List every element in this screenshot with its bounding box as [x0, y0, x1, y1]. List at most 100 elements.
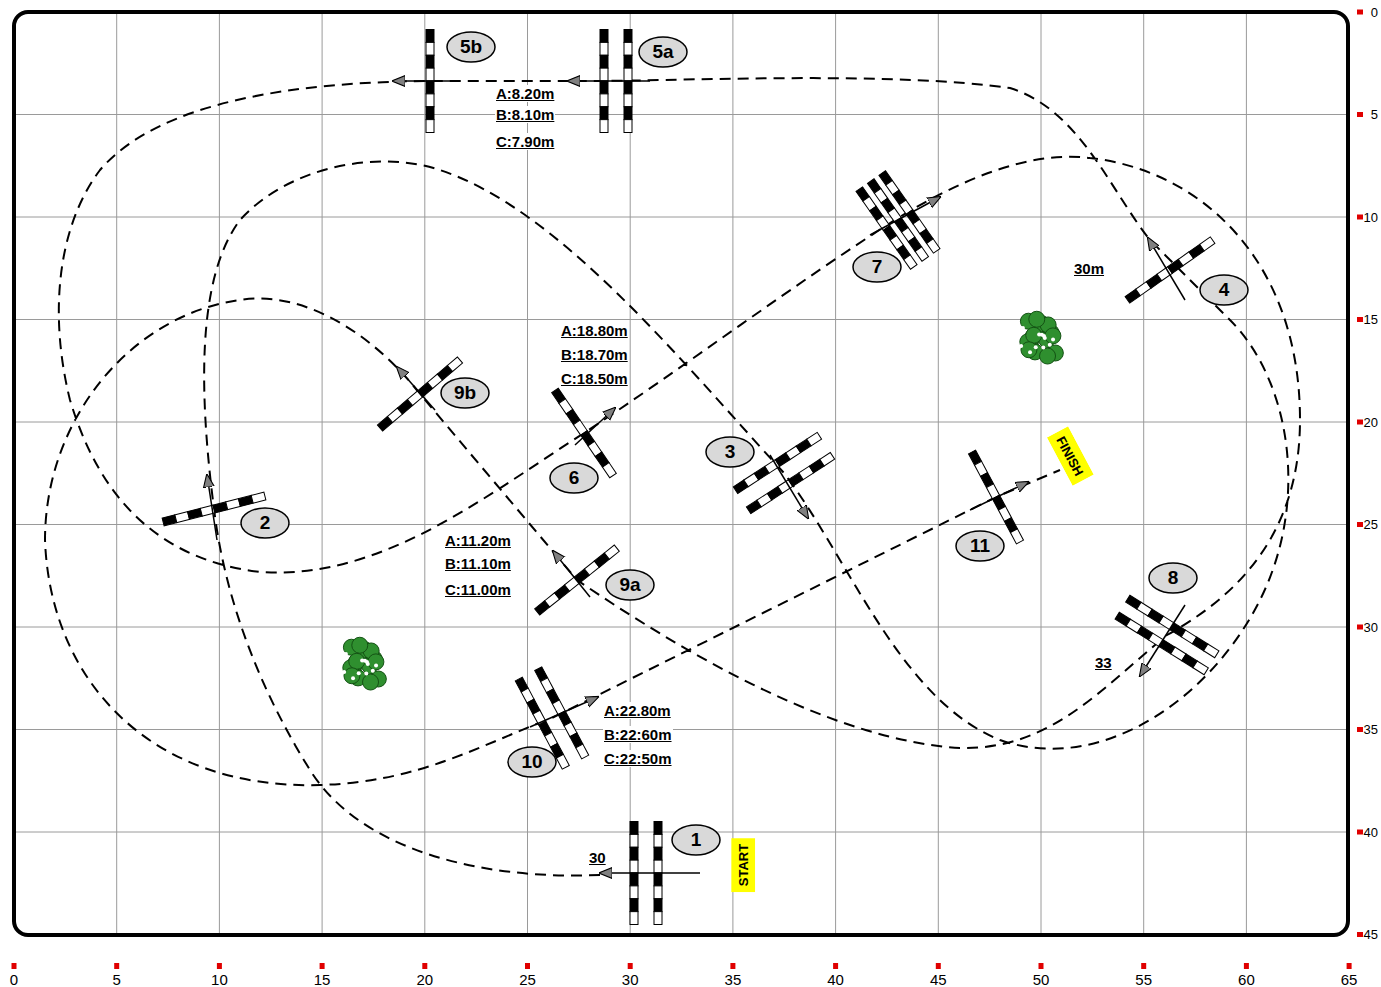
- sign-shape: [731, 838, 755, 892]
- grid-line: [14, 319, 1348, 320]
- fence-rail: [630, 886, 638, 899]
- scale-tick: [1357, 625, 1363, 630]
- ellipse-shape: [508, 747, 556, 777]
- axis-number: 65: [1341, 971, 1358, 987]
- fence-rail: [654, 847, 662, 860]
- fence-rail: [624, 107, 632, 120]
- obstacle-number: 1: [671, 824, 721, 856]
- fence-rail: [426, 68, 434, 81]
- fence-rail: [426, 81, 434, 94]
- ellipse-shape: [1149, 563, 1197, 593]
- axis-number: 35: [1364, 722, 1378, 737]
- direction-arrow: [397, 367, 435, 410]
- fence-rail: [226, 499, 241, 510]
- fence-rail: [213, 502, 228, 513]
- scale-tick: [628, 963, 633, 969]
- bush-leaf: [1040, 348, 1056, 364]
- fence-rail: [426, 120, 434, 133]
- grid-line: [835, 12, 836, 935]
- bush-leaf: [363, 674, 379, 690]
- axis-number: 30: [1364, 620, 1378, 635]
- grid-line: [1246, 12, 1247, 935]
- scale-tick: [730, 963, 735, 969]
- distance-label: B:18.70m: [560, 346, 629, 363]
- scale-tick: [1039, 963, 1044, 969]
- direction-arrow: [553, 551, 590, 597]
- scale-tick: [1357, 727, 1363, 732]
- fence-rail: [654, 886, 662, 899]
- scale-tick: [1357, 317, 1363, 322]
- obstacle-number: 10: [507, 746, 557, 778]
- distance-label: B:8.10m: [495, 106, 555, 123]
- bush-leaf: [368, 654, 384, 670]
- grid-line: [116, 12, 117, 935]
- bush-leaf: [1045, 328, 1061, 344]
- scale-tick: [1357, 932, 1363, 937]
- axis-number: 55: [1135, 971, 1152, 987]
- scale-tick: [1141, 963, 1146, 969]
- ellipse-shape: [606, 570, 654, 600]
- axis-number: 45: [930, 971, 947, 987]
- bush-flower: [1051, 337, 1055, 341]
- axis-number: 5: [113, 971, 121, 987]
- axis-number: 10: [211, 971, 228, 987]
- bush-leaf: [1021, 342, 1037, 358]
- fence-rail: [807, 432, 822, 446]
- scale-tick: [833, 963, 838, 969]
- scale-tick: [114, 963, 119, 969]
- fence-rail: [600, 94, 608, 107]
- fence-rail: [1010, 529, 1023, 544]
- bush-flower: [1028, 350, 1032, 354]
- obstacle-number: 9a: [605, 569, 655, 601]
- axis-number: 15: [314, 971, 331, 987]
- fence-rail: [630, 860, 638, 873]
- scale-tick: [1357, 830, 1363, 835]
- bush-flower: [1037, 332, 1041, 336]
- axis-number: 0: [1371, 5, 1378, 20]
- fence-rail: [1193, 661, 1208, 675]
- fence-rail: [238, 495, 253, 506]
- bush-flower: [360, 658, 364, 662]
- distance-label: 30m: [1073, 260, 1105, 277]
- ellipse-shape: [441, 378, 489, 408]
- fence-rail: [188, 508, 203, 519]
- axis-number: 25: [1364, 517, 1378, 532]
- distance-label: A:11.20m: [444, 532, 512, 549]
- obstacle-number: 3: [705, 436, 755, 468]
- bush-flower: [344, 652, 348, 656]
- obstacle-number: 6: [549, 462, 599, 494]
- fence-rail: [600, 55, 608, 68]
- fence-rail: [654, 860, 662, 873]
- start-finish-sign: FINISH: [1047, 426, 1094, 485]
- bush-flower: [1034, 345, 1038, 349]
- fence: [1115, 595, 1219, 674]
- grid-line: [14, 217, 1348, 218]
- distance-label: A:8.20m: [495, 85, 555, 102]
- fence-rail: [426, 30, 434, 43]
- axis-number: 0: [10, 971, 18, 987]
- ellipse-shape: [706, 437, 754, 467]
- fence-rail: [576, 744, 589, 759]
- grid-line: [14, 422, 1348, 423]
- grid-line: [732, 12, 733, 935]
- fence-rail: [604, 545, 619, 559]
- direction-arrow: [970, 482, 1028, 510]
- obstacle-label: 11: [970, 535, 990, 557]
- obstacle-label: 10: [521, 751, 542, 773]
- ellipse-shape: [241, 508, 289, 538]
- axis-number: 5: [1371, 107, 1378, 122]
- direction-arrow: [1148, 238, 1185, 300]
- distance-label: 33: [1094, 654, 1113, 671]
- grid-line: [1143, 12, 1144, 935]
- fence-rail: [1200, 237, 1215, 251]
- fence-rail: [654, 873, 662, 886]
- bush-flower: [374, 663, 378, 667]
- bush-flower: [1021, 326, 1025, 330]
- sign-label: START: [736, 844, 751, 886]
- obstacle-label: 8: [1168, 567, 1179, 589]
- grid-line: [14, 627, 1348, 628]
- scale-tick: [1244, 963, 1249, 969]
- bush-flower: [364, 672, 368, 676]
- scale-tick: [1347, 963, 1352, 969]
- fence-rail: [624, 81, 632, 94]
